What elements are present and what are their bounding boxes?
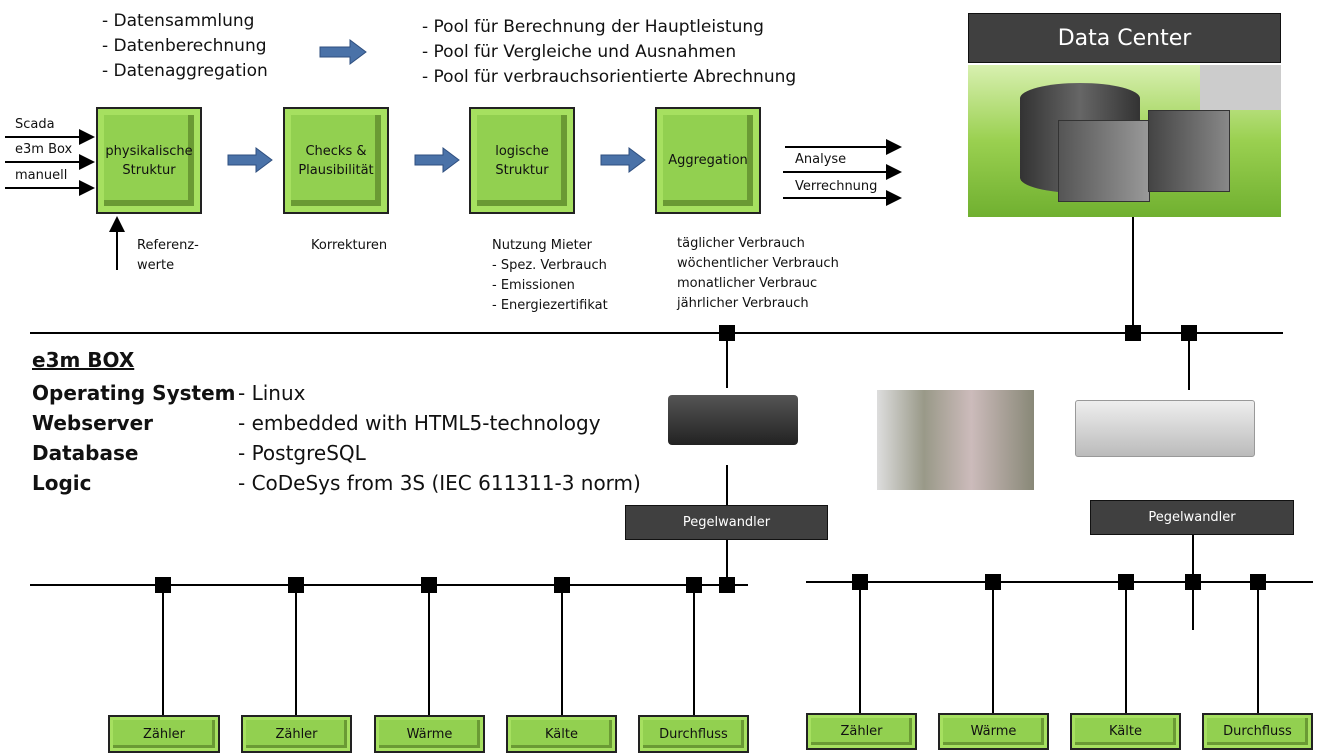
list-item: - Pool für verbrauchsorientierte Abrechn… [422, 67, 797, 87]
list-item: wöchentlicher Verbrauch [677, 256, 839, 271]
korrekturen-label: Korrekturen [311, 238, 388, 253]
list-item: monatlicher Verbrauc [677, 276, 818, 291]
list-item: täglicher Verbrauch [677, 236, 805, 251]
list-item: - Datenaggregation [102, 61, 268, 81]
spec-key: Database [32, 441, 139, 465]
process-logische-struktur: logische Struktur [469, 107, 575, 214]
input-label-manuell: manuell [15, 168, 68, 183]
list-item: Nutzung Mieter [492, 238, 593, 253]
control-cabinet-photo [877, 390, 1034, 490]
flow-arrow [319, 39, 367, 65]
e3m-box-title: e3m BOX [32, 348, 135, 372]
device-durchfluss: Durchfluss [638, 715, 749, 753]
spec-key: Operating System [32, 381, 236, 405]
e3m-box-device-image [668, 395, 798, 445]
list-item: - Energiezertifikat [492, 298, 608, 313]
device-zaehler: Zähler [108, 715, 220, 753]
device-kaelte: Kälte [506, 715, 617, 753]
top-list-left: - Datensammlung - Datenberechnung - Date… [102, 9, 268, 84]
device-waerme: Wärme [938, 713, 1049, 750]
top-list-right: - Pool für Berechnung der Hauptleistung … [422, 15, 796, 90]
list-item: jährlicher Verbrauch [677, 296, 809, 311]
list-item: - Spez. Verbrauch [492, 258, 607, 273]
output-label-verrechnung: Verrechnung [795, 179, 878, 194]
data-center-image [968, 65, 1281, 217]
data-center-title: Data Center [968, 13, 1281, 63]
spec-value: - Linux [238, 381, 306, 405]
flow-arrow [227, 147, 273, 173]
flow-arrow [600, 147, 646, 173]
list-item: - Datenberechnung [102, 36, 267, 56]
list-item: - Pool für Berechnung der Hauptleistung [422, 17, 764, 37]
spec-value: - PostgreSQL [238, 441, 366, 465]
spec-key: Webserver [32, 411, 154, 435]
server-icon [1058, 120, 1150, 202]
device-waerme: Wärme [374, 715, 485, 753]
rack-icon [1200, 65, 1281, 110]
input-label-e3m-box: e3m Box [15, 142, 73, 157]
device-durchfluss: Durchfluss [1202, 713, 1313, 750]
referenz-label: Referenz- werte [137, 238, 199, 273]
input-label-scada: Scada [15, 117, 55, 132]
nutzung-list: Nutzung Mieter - Spez. Verbrauch - Emiss… [492, 236, 608, 316]
spec-value: - embedded with HTML5-technology [238, 411, 601, 435]
list-item: - Emissionen [492, 278, 575, 293]
process-aggregation: Aggregation [655, 107, 761, 214]
list-item: - Datensammlung [102, 11, 255, 31]
flow-arrow [414, 147, 460, 173]
pegelwandler-left: Pegelwandler [625, 505, 828, 540]
device-zaehler: Zähler [806, 713, 917, 750]
device-kaelte: Kälte [1070, 713, 1181, 750]
list-item: - Pool für Vergleiche und Ausnahmen [422, 42, 737, 62]
spec-key: Logic [32, 471, 92, 495]
industrial-pc-device-image [1075, 400, 1255, 457]
process-physikalische-struktur: physikalische Struktur [96, 107, 202, 214]
device-zaehler: Zähler [241, 715, 352, 753]
verbrauch-list: täglicher Verbrauch wöchentlicher Verbra… [677, 234, 839, 314]
spec-value: - CoDeSys from 3S (IEC 611311-3 norm) [238, 471, 641, 495]
process-checks: Checks & Plausibilität [283, 107, 389, 214]
server-icon [1148, 110, 1230, 192]
output-label-analyse: Analyse [795, 152, 847, 167]
pegelwandler-right: Pegelwandler [1090, 500, 1294, 535]
